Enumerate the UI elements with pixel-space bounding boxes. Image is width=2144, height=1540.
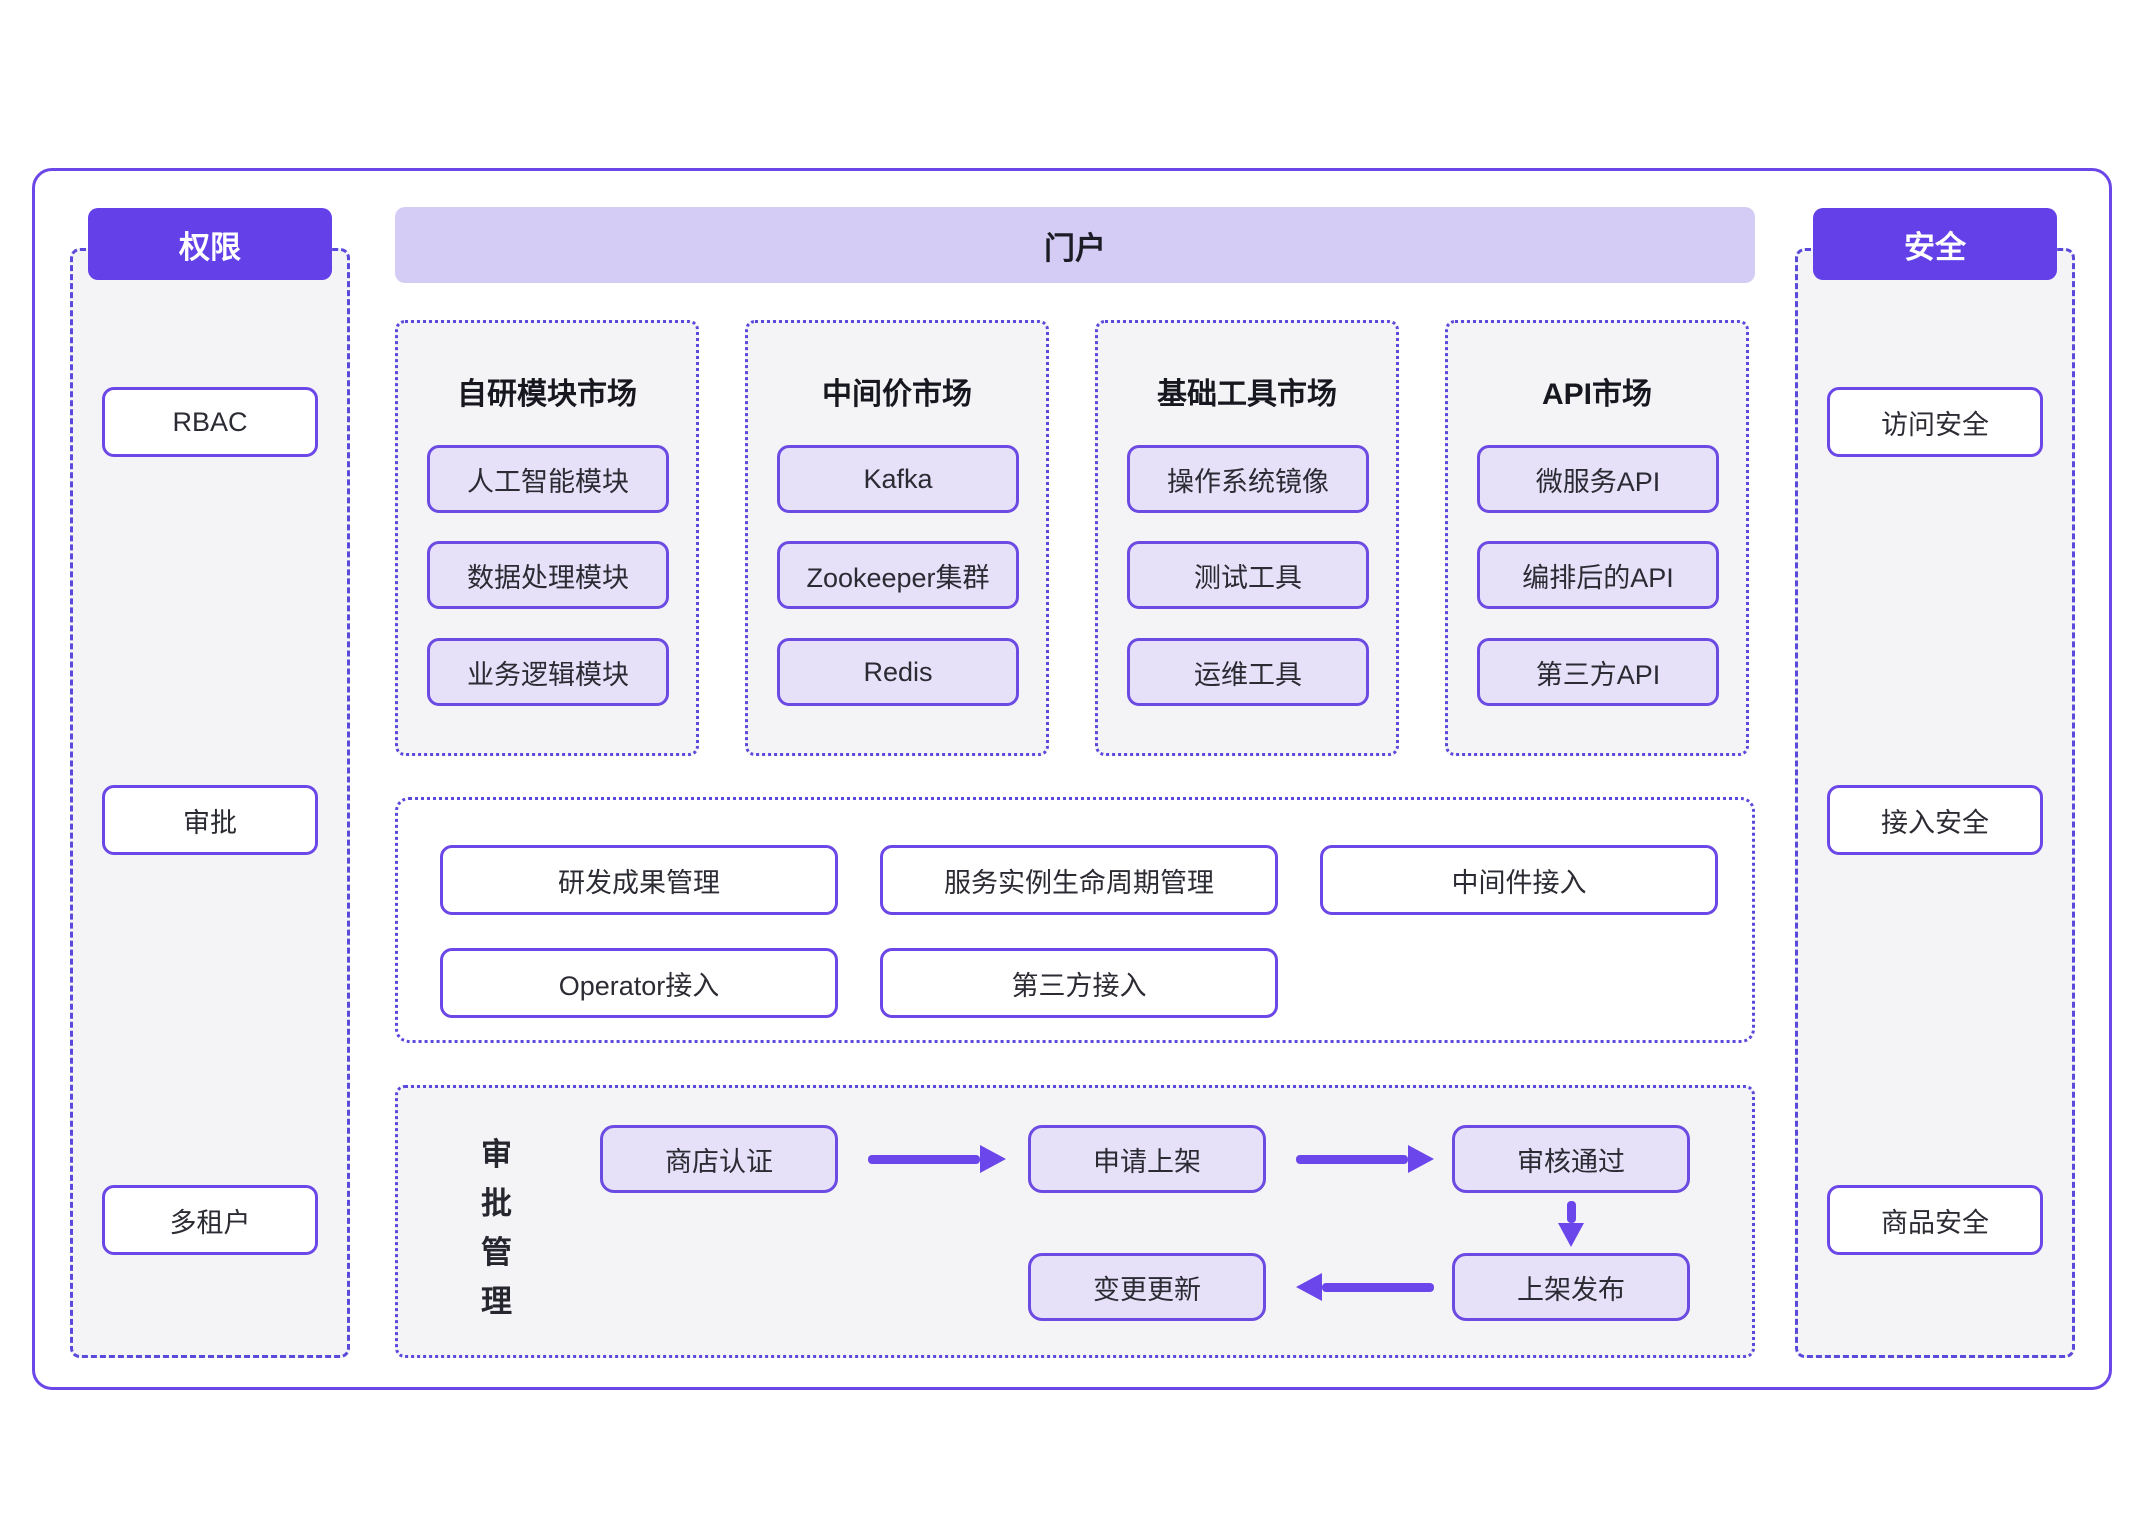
node-review-approved: 审核通过 bbox=[1452, 1125, 1690, 1193]
node-business-logic-module: 业务逻辑模块 bbox=[427, 638, 669, 706]
node-service-lifecycle-management: 服务实例生命周期管理 bbox=[880, 845, 1278, 915]
market-title: 自研模块市场 bbox=[457, 378, 637, 411]
node-orchestrated-api: 编排后的API bbox=[1477, 541, 1719, 609]
node-microservice-api: 微服务API bbox=[1477, 445, 1719, 513]
arrow-review-to-publish bbox=[1558, 1201, 1584, 1247]
market-basic-tools: 基础工具市场 操作系统镜像 测试工具 运维工具 bbox=[1095, 320, 1399, 756]
node-data-processing-module: 数据处理模块 bbox=[427, 541, 669, 609]
node-change-update: 变更更新 bbox=[1028, 1253, 1266, 1321]
arrow-certification-to-apply bbox=[868, 1145, 1006, 1173]
node-store-certification: 商店认证 bbox=[600, 1125, 838, 1193]
node-redis: Redis bbox=[777, 638, 1019, 706]
node-zookeeper: Zookeeper集群 bbox=[777, 541, 1019, 609]
node-product-security: 商品安全 bbox=[1827, 1185, 2043, 1255]
market-title: 基础工具市场 bbox=[1157, 378, 1337, 411]
node-operator-integration: Operator接入 bbox=[440, 948, 838, 1018]
node-thirdparty-api: 第三方API bbox=[1477, 638, 1719, 706]
node-integration-security: 接入安全 bbox=[1827, 785, 2043, 855]
market-api: API市场 微服务API 编排后的API 第三方API bbox=[1445, 320, 1749, 756]
node-middleware-integration: 中间件接入 bbox=[1320, 845, 1718, 915]
node-rd-results-management: 研发成果管理 bbox=[440, 845, 838, 915]
node-access-security: 访问安全 bbox=[1827, 387, 2043, 457]
management-section: 研发成果管理 服务实例生命周期管理 中间件接入 Operator接入 第三方接入 bbox=[395, 797, 1755, 1043]
market-title: 中间价市场 bbox=[822, 378, 972, 411]
node-os-image: 操作系统镜像 bbox=[1127, 445, 1369, 513]
approval-section-label: 审批管理 bbox=[481, 1137, 512, 1319]
market-title: API市场 bbox=[1541, 378, 1652, 411]
security-header: 安全 bbox=[1813, 208, 2057, 280]
node-ai-module: 人工智能模块 bbox=[427, 445, 669, 513]
node-thirdparty-integration: 第三方接入 bbox=[880, 948, 1278, 1018]
approval-management-section: 审批管理 商店认证 申请上架 审核通过 上架发布 变更更新 bbox=[395, 1085, 1755, 1358]
node-rbac: RBAC bbox=[102, 387, 318, 457]
market-middleware: 中间价市场 Kafka Zookeeper集群 Redis bbox=[745, 320, 1049, 756]
node-test-tools: 测试工具 bbox=[1127, 541, 1369, 609]
node-publish-release: 上架发布 bbox=[1452, 1253, 1690, 1321]
arrow-apply-to-review bbox=[1296, 1145, 1434, 1173]
permissions-header: 权限 bbox=[88, 208, 332, 280]
node-approval: 审批 bbox=[102, 785, 318, 855]
node-apply-listing: 申请上架 bbox=[1028, 1125, 1266, 1193]
node-kafka: Kafka bbox=[777, 445, 1019, 513]
portal-header: 门户 bbox=[395, 207, 1755, 283]
node-multitenant: 多租户 bbox=[102, 1185, 318, 1255]
arrow-publish-to-change bbox=[1296, 1273, 1434, 1301]
node-ops-tools: 运维工具 bbox=[1127, 638, 1369, 706]
market-self-developed-modules: 自研模块市场 人工智能模块 数据处理模块 业务逻辑模块 bbox=[395, 320, 699, 756]
